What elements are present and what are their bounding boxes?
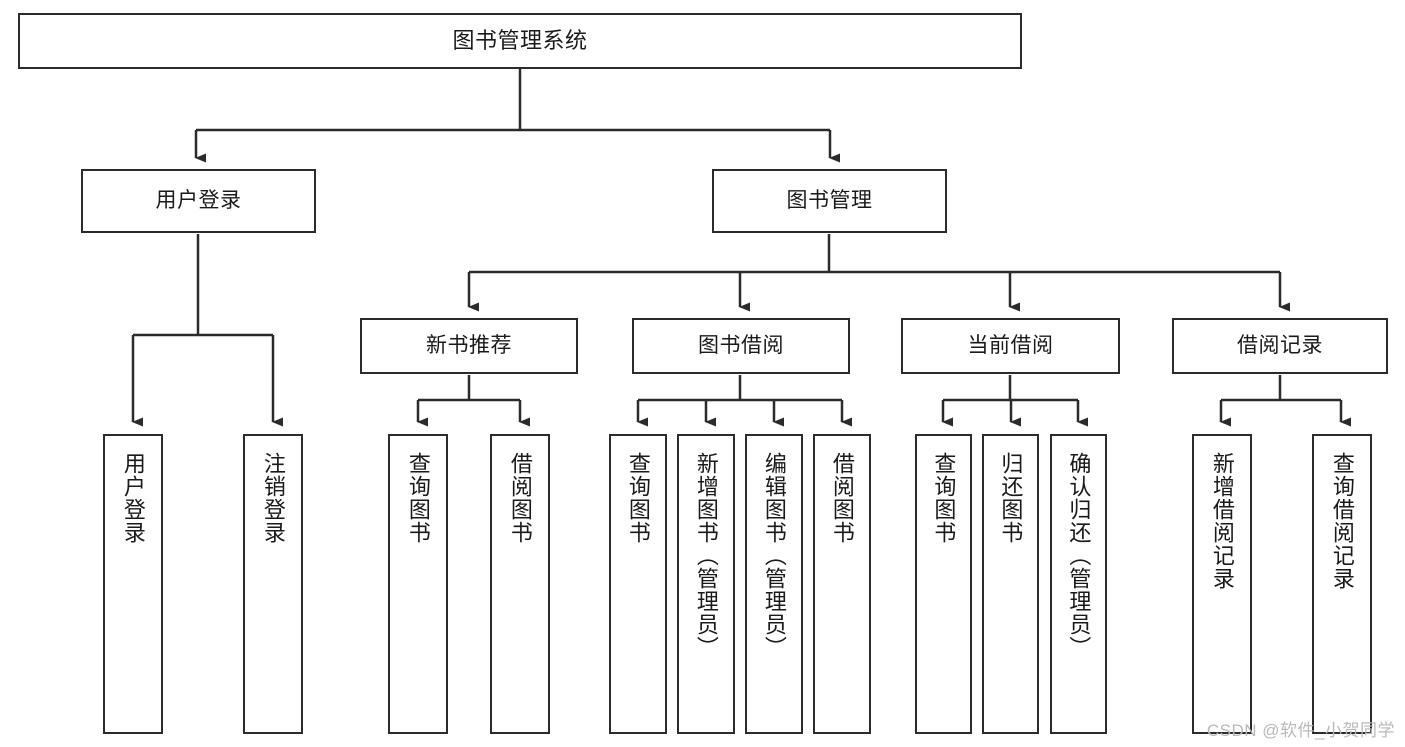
leaf-confirm-return-admin[interactable]: 确认归还（管理员） [1050, 434, 1107, 734]
node-book-management[interactable]: 图书管理 [712, 169, 947, 233]
node-label: 图书管理 [786, 189, 873, 213]
leaf-borrow-book-new[interactable]: 借阅图书 [490, 434, 550, 734]
node-label: 确认归还（管理员） [1066, 452, 1092, 659]
node-label: 借阅图书 [507, 452, 533, 544]
leaf-edit-book-admin[interactable]: 编辑图书（管理员） [745, 434, 803, 734]
node-label: 新增图书（管理员） [693, 452, 719, 659]
leaf-query-book-borrow[interactable]: 查询图书 [609, 434, 667, 734]
node-label: 当前借阅 [967, 334, 1054, 358]
node-book-borrow[interactable]: 图书借阅 [632, 318, 850, 374]
leaf-query-borrow-record[interactable]: 查询借阅记录 [1312, 434, 1372, 734]
node-label: 编辑图书（管理员） [761, 452, 787, 659]
csdn-watermark: CSDN @软件_小贺同学 [1206, 721, 1395, 740]
node-label: 借阅图书 [829, 452, 855, 544]
leaf-query-book-current[interactable]: 查询图书 [915, 434, 972, 734]
leaf-return-book[interactable]: 归还图书 [982, 434, 1039, 734]
node-label: 用户登录 [155, 189, 242, 213]
leaf-borrow-book[interactable]: 借阅图书 [813, 434, 871, 734]
node-label: 归还图书 [998, 452, 1024, 544]
leaf-user-login[interactable]: 用户登录 [103, 434, 163, 734]
node-new-book-recommend[interactable]: 新书推荐 [360, 318, 578, 374]
node-label: 查询图书 [405, 452, 431, 544]
node-label: 查询借阅记录 [1329, 452, 1355, 590]
node-current-borrow[interactable]: 当前借阅 [901, 318, 1120, 374]
node-root-system[interactable]: 图书管理系统 [18, 13, 1022, 69]
node-label: 注销登录 [260, 452, 286, 544]
node-label: 查询图书 [931, 452, 957, 544]
leaf-query-book-new[interactable]: 查询图书 [388, 434, 448, 734]
leaf-add-borrow-record[interactable]: 新增借阅记录 [1192, 434, 1252, 734]
node-borrow-record[interactable]: 借阅记录 [1172, 318, 1388, 374]
node-label: 新增借阅记录 [1209, 452, 1235, 590]
node-label: 用户登录 [120, 452, 146, 544]
leaf-logout[interactable]: 注销登录 [243, 434, 303, 734]
node-label: 图书管理系统 [452, 27, 588, 53]
node-label: 借阅记录 [1237, 334, 1323, 358]
leaf-add-book-admin[interactable]: 新增图书（管理员） [677, 434, 735, 734]
node-label: 图书借阅 [698, 334, 784, 358]
node-user-login[interactable]: 用户登录 [81, 169, 316, 233]
node-label: 查询图书 [625, 452, 651, 544]
node-label: 新书推荐 [426, 334, 512, 358]
